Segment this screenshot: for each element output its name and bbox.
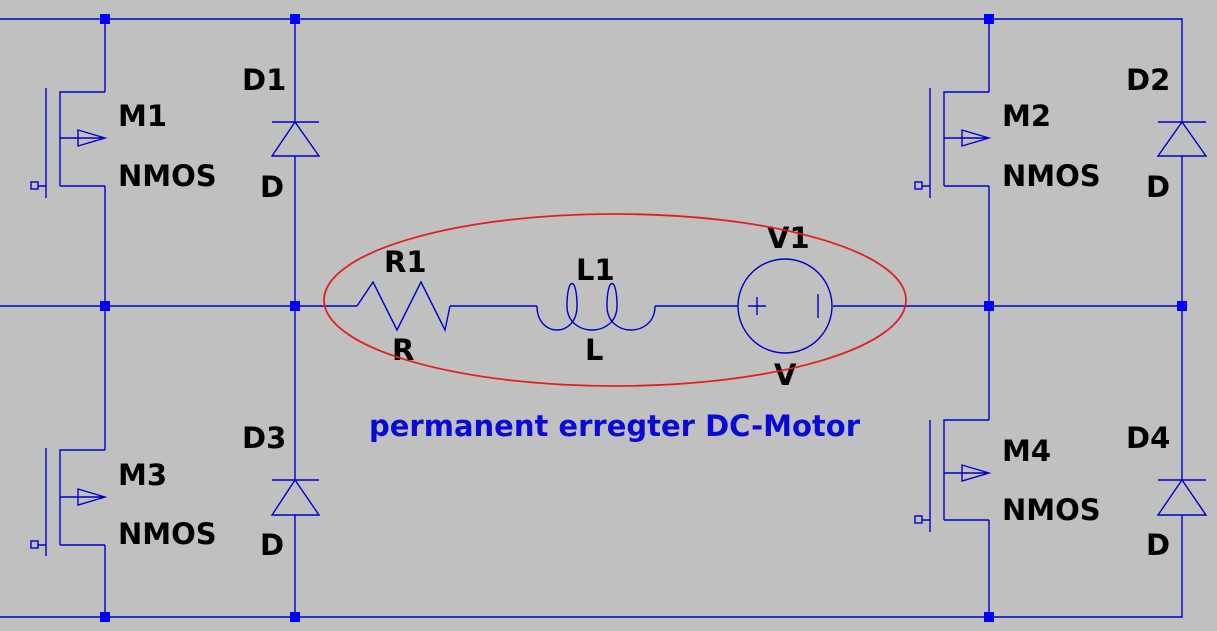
motor-highlight-ellipse	[323, 213, 907, 387]
m1-name-label: M1	[118, 99, 167, 133]
m2-name-label: M2	[1002, 99, 1051, 133]
diode-d2[interactable]: D2 D	[1126, 63, 1208, 204]
d1-model-label: D	[260, 170, 284, 204]
m3-model-label: NMOS	[118, 517, 217, 551]
d2-model-label: D	[1146, 170, 1170, 204]
junction-dot	[100, 612, 110, 622]
v1-name-label: V1	[767, 221, 810, 255]
motor-annotation-text: permanent erregter DC-Motor	[369, 409, 861, 443]
junction-dot	[984, 14, 994, 24]
voltage-source-v1[interactable]: V1 V	[737, 221, 833, 392]
m4-name-label: M4	[1002, 434, 1051, 468]
junction-dot	[100, 14, 110, 24]
junction-dot	[290, 14, 300, 24]
m3-name-label: M3	[118, 458, 167, 492]
mosfet-m3[interactable]: M3 NMOS	[30, 448, 217, 556]
junction-dot	[100, 301, 110, 311]
m2-model-label: NMOS	[1002, 159, 1101, 193]
l1-value-label: L	[585, 333, 603, 367]
mosfet-m1[interactable]: M1 NMOS	[30, 88, 217, 198]
r1-value-label: R	[392, 333, 414, 367]
d3-name-label: D3	[242, 421, 286, 455]
top-rail-wire	[0, 18, 1183, 92]
junction-dot	[984, 612, 994, 622]
junction-dot	[290, 612, 300, 622]
d2-name-label: D2	[1126, 63, 1170, 97]
diode-d3[interactable]: D3 D	[242, 421, 321, 562]
junction-dot	[290, 301, 300, 311]
junction-dot	[1177, 301, 1187, 311]
junction-dots	[100, 14, 1187, 622]
r1-name-label: R1	[384, 245, 427, 279]
inductor-l1[interactable]: L1 L	[536, 253, 656, 367]
v1-value-label: V	[774, 358, 797, 392]
m4-model-label: NMOS	[1002, 493, 1101, 527]
resistor-r1[interactable]: R1 R	[356, 245, 451, 367]
l1-name-label: L1	[576, 253, 615, 287]
diode-d4[interactable]: D4 D	[1126, 421, 1208, 562]
junction-dot	[984, 301, 994, 311]
d4-model-label: D	[1146, 528, 1170, 562]
m1-model-label: NMOS	[118, 159, 217, 193]
mosfet-m4[interactable]: M4 NMOS	[914, 419, 1101, 532]
bottom-rail-wire	[0, 520, 1183, 618]
mosfet-m2[interactable]: M2 NMOS	[914, 88, 1101, 198]
diode-d1[interactable]: D1 D	[242, 63, 321, 204]
d1-name-label: D1	[242, 63, 286, 97]
d3-model-label: D	[260, 528, 284, 562]
d4-name-label: D4	[1126, 421, 1170, 455]
